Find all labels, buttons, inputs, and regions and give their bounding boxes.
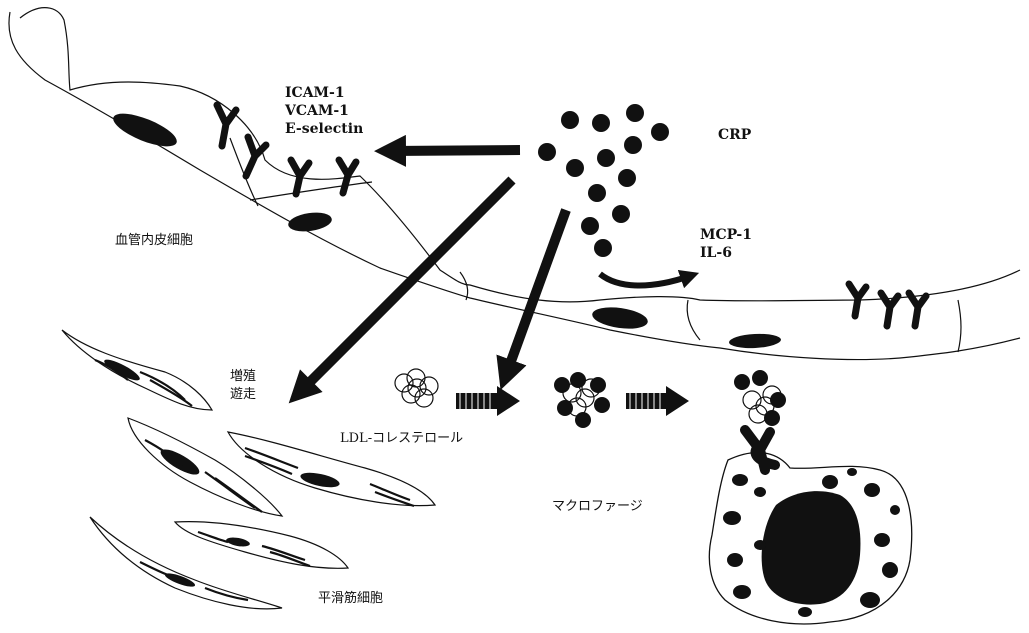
label-migration: 遊走 xyxy=(230,386,256,404)
crp-ldl-complex xyxy=(554,372,610,428)
crp-dot xyxy=(612,205,630,223)
label-mcp-1: MCP-1 xyxy=(700,226,752,244)
crp-dot xyxy=(581,217,599,235)
label-e-selectin: E-selectin xyxy=(285,120,363,138)
label-ldl-cholesterol: LDL-コレステロール xyxy=(340,430,463,448)
ldl-particles xyxy=(395,369,438,407)
smooth-muscle-cell xyxy=(128,418,282,516)
label-il-6: IL-6 xyxy=(700,244,732,262)
crp-dot xyxy=(626,104,644,122)
label-proliferation: 増殖 xyxy=(230,368,256,386)
nucleus xyxy=(287,210,333,234)
label-macrophage: マクロファージ xyxy=(552,498,643,516)
crp-dot xyxy=(597,149,615,167)
nucleus xyxy=(729,333,782,350)
label-vcam-1: VCAM-1 xyxy=(285,102,349,120)
crp-dot xyxy=(538,143,556,161)
arrow-complex-to-macrophage xyxy=(626,386,689,416)
label-endothelial-cell: 血管内皮細胞 xyxy=(115,232,193,250)
arrow-to-ldl-uptake xyxy=(506,210,566,375)
label-smooth-muscle-cell: 平滑筋細胞 xyxy=(318,590,383,608)
label-crp: CRP xyxy=(718,126,751,144)
cytokine-release-arrow xyxy=(600,274,690,286)
label-icam-1: ICAM-1 xyxy=(285,84,345,102)
crp-dot xyxy=(624,136,642,154)
endothelium-lower-edge xyxy=(9,12,1020,360)
macrophage xyxy=(709,370,911,624)
receptor-icon xyxy=(909,293,926,326)
crp-dot xyxy=(588,184,606,202)
receptor-icon xyxy=(291,160,309,194)
receptor-icon xyxy=(217,105,236,146)
arrow-to-endothelium xyxy=(390,150,520,151)
crp-dot xyxy=(618,169,636,187)
crp-dot xyxy=(594,239,612,257)
crp-dot xyxy=(592,114,610,132)
macrophage-nucleus xyxy=(762,491,861,604)
nucleus xyxy=(109,107,180,153)
smooth-muscle-cell xyxy=(62,330,212,410)
endothelial-nuclei xyxy=(109,107,781,349)
macrophage-receptor xyxy=(745,430,775,470)
crp-dot xyxy=(651,123,669,141)
crp-dot xyxy=(561,111,579,129)
ldl-flow-arrows xyxy=(456,386,689,416)
smooth-muscle-cell xyxy=(175,522,348,569)
receptor-icon xyxy=(246,137,266,176)
arrow-to-smooth-muscle xyxy=(300,180,512,392)
crp-dot xyxy=(566,159,584,177)
